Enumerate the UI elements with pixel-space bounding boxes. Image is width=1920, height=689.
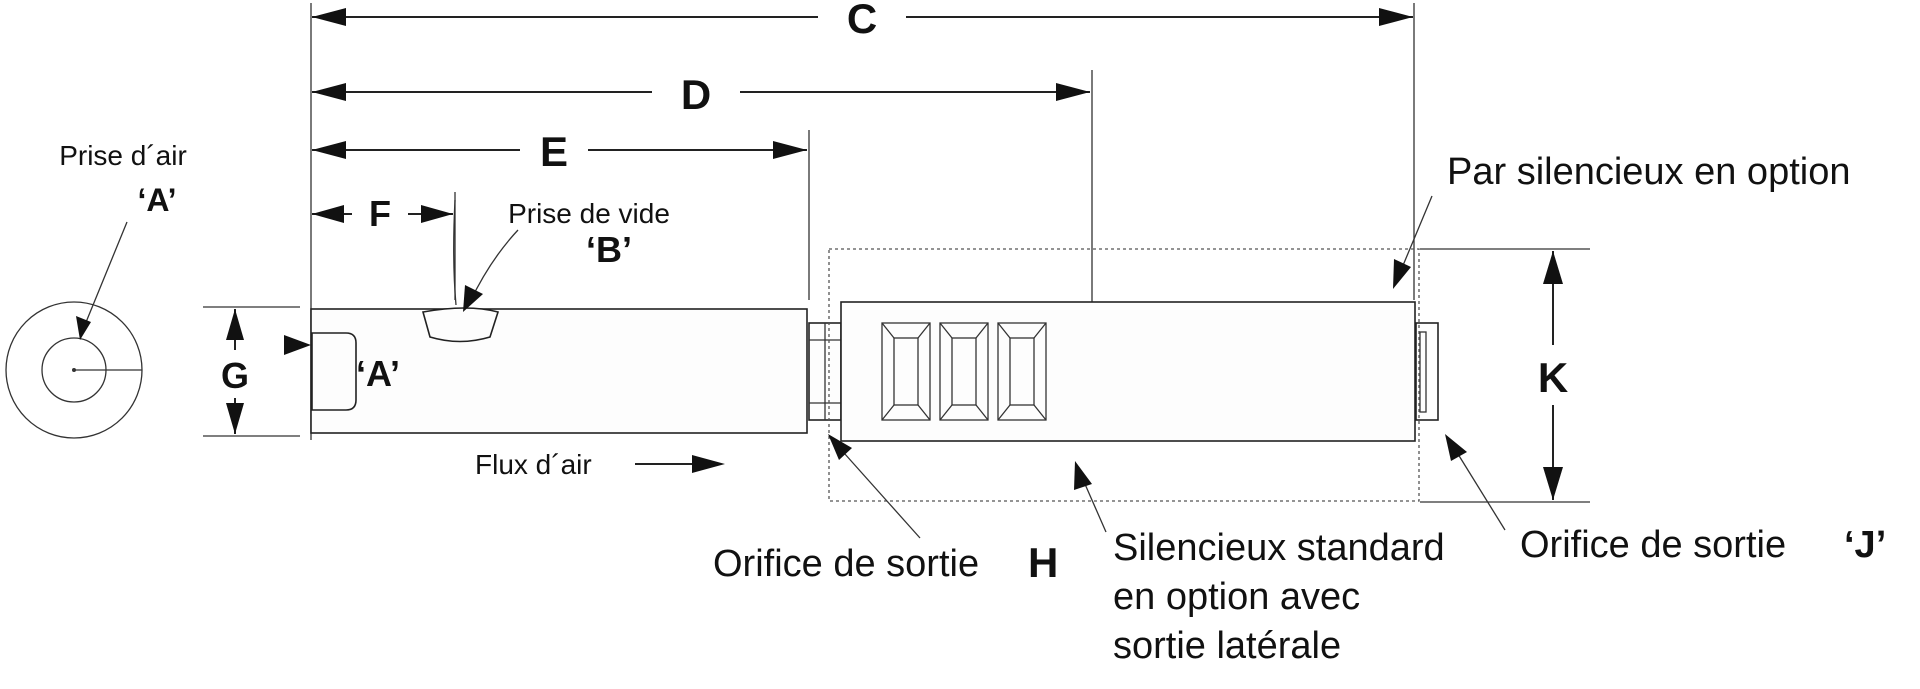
standard-muffler-line-2: en option avec <box>1113 576 1360 618</box>
muffler-option-pointer <box>1398 195 1433 276</box>
inlet-fitting <box>311 332 357 411</box>
air-inlet-code: ‘A’ <box>137 182 176 218</box>
vacuum-port <box>421 307 500 343</box>
outlet-h-code: H <box>1028 539 1058 586</box>
dimension-d-arrow-right <box>1056 83 1090 101</box>
generator-body <box>310 248 1439 502</box>
muffler-option-label: Par silencieux en option <box>1447 151 1850 193</box>
dimension-f-arrow-right <box>421 205 453 223</box>
air-inlet-title: Prise d´air <box>59 140 187 171</box>
airflow-arrowhead <box>692 455 725 473</box>
dimension-f: F <box>312 193 453 234</box>
outlet-h-text: Orifice de sortie <box>713 543 979 585</box>
vacuum-title: Prise de vide <box>508 198 670 229</box>
optional-muffler-outline <box>828 248 1420 502</box>
dimension-k: K <box>1420 248 1590 503</box>
standard-muffler-line-3: sortie latérale <box>1113 625 1341 667</box>
outlet-h-arrowhead <box>828 434 852 460</box>
dimension-e-arrow-right <box>773 141 807 159</box>
outlet-j-fitting <box>1415 322 1439 421</box>
dimension-g-label: G <box>221 355 249 396</box>
dimension-k-label: K <box>1538 354 1568 401</box>
dimension-k-arrow-top <box>1543 251 1563 284</box>
dimension-c-label: C <box>847 0 877 42</box>
vacuum-code: ‘B’ <box>586 229 632 270</box>
muffler-option-arrowhead <box>1393 259 1411 289</box>
dimension-g-arrow-top <box>226 309 244 340</box>
dimension-g: G <box>203 306 300 437</box>
dimension-c-arrow-left <box>312 8 346 26</box>
end-view <box>5 301 143 439</box>
exhaust-slot-2 <box>939 322 989 421</box>
main-tube <box>310 308 808 434</box>
dimension-d-label: D <box>681 71 711 118</box>
dimension-f-arrow-left <box>312 205 344 223</box>
dimension-k-arrow-bottom <box>1543 467 1563 500</box>
airflow-label: Flux d´air <box>475 449 592 480</box>
dimension-g-arrow-bottom <box>226 403 244 434</box>
dimension-e: E <box>312 128 807 175</box>
outlet-h-pointer <box>835 443 921 539</box>
outlet-j-code: ‘J’ <box>1844 524 1886 566</box>
outlet-j-pointer <box>1452 445 1506 531</box>
dimension-c-arrow-right <box>1379 8 1413 26</box>
dimension-d: D <box>312 71 1090 118</box>
dimension-d-arrow-left <box>312 83 346 101</box>
air-inlet-pointer <box>81 221 128 333</box>
outlet-j-slot <box>1419 331 1427 413</box>
standard-muffler-arrowhead <box>1074 461 1092 490</box>
vacuum-extension-curve <box>453 199 457 306</box>
vacuum-pointer-arrowhead <box>463 285 483 312</box>
dimension-c: C <box>312 0 1413 42</box>
standard-muffler <box>840 301 1416 442</box>
air-inlet-arrowhead <box>76 316 91 340</box>
dimension-e-label: E <box>540 128 568 175</box>
outlet-j-text: Orifice de sortie <box>1520 524 1786 566</box>
outlet-j-arrowhead <box>1445 434 1467 461</box>
air-inlet-side-code: ‘A’ <box>356 353 400 394</box>
dimension-f-label: F <box>369 193 391 234</box>
dimension-e-arrow-left <box>312 141 346 159</box>
exhaust-slot-3 <box>997 322 1047 421</box>
exhaust-slot-1 <box>881 322 931 421</box>
standard-muffler-line-1: Silencieux standard <box>1113 527 1445 569</box>
inlet-a-arrowhead <box>284 335 311 355</box>
